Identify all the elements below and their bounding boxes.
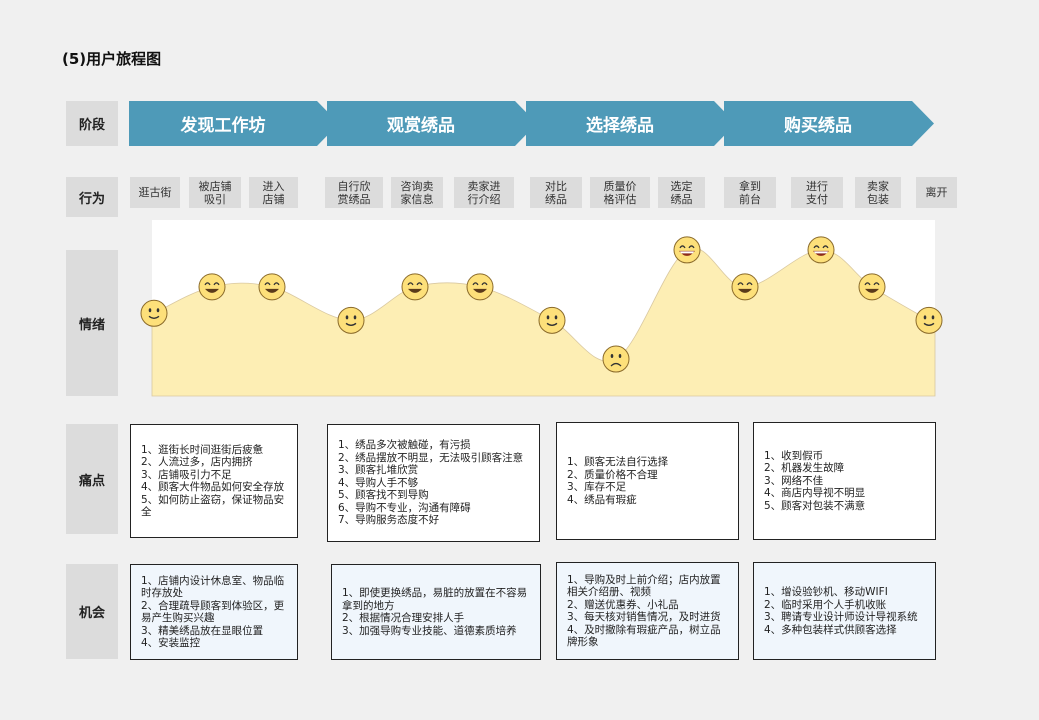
opportunity-box-line: 1、店铺内设计休息室、物品临时存放处 (141, 574, 285, 600)
stage-label: 发现工作坊 (180, 116, 266, 136)
pain-point-box-line: 2、绣品摆放不明显，无法吸引顾客注意 (338, 451, 524, 464)
stage-1: 发现工作坊 (129, 101, 339, 146)
opportunity-box-line: 2、临时采用个人手机收账 (764, 598, 887, 611)
behavior-item: 对比 绣品 (530, 177, 582, 208)
opportunity-box-line: 1、增设验钞机、移动WIFI (764, 586, 888, 598)
row-label-emotion: 情绪 (66, 250, 118, 396)
pain-point-box-line: 4、绣品有瑕疵 (567, 493, 637, 506)
pain-point-box-line: 7、导购服务态度不好 (338, 514, 440, 527)
pain-point-box-line: 2、人流过多，店内拥挤 (141, 456, 253, 468)
behavior-item: 离开 (916, 177, 957, 208)
pain-point-box-line: 1、顾客无法自行选择 (567, 456, 669, 468)
opportunity-box-line: 4、安装监控 (141, 637, 201, 649)
opportunity-box-line: 3、精美绣品放在显眼位置 (141, 624, 264, 637)
emotion-face-happy-icon (258, 273, 286, 301)
opportunity-box-line: 3、加强导购专业技能、道德素质培养 (342, 624, 517, 637)
pain-point-box-line: 1、收到假币 (764, 449, 824, 462)
behavior-item: 被店铺 吸引 (189, 177, 241, 208)
emotion-face-neutral-icon (140, 299, 168, 327)
stage-arrow-shape (327, 101, 537, 146)
pain-point-box-line: 2、质量价格不合理 (567, 468, 658, 481)
pain-point-box-line: 3、店铺吸引力不足 (141, 468, 232, 481)
emotion-face-happy-icon (731, 273, 759, 301)
behavior-item: 进入 店铺 (249, 177, 298, 208)
opportunity-box-line: 1、导购及时上前介绍；店内放置相关介绍册、视频 (567, 573, 721, 599)
page-title: (5)用户旅程图 (62, 50, 162, 68)
behavior-item: 拿到 前台 (724, 177, 776, 208)
pain-point-box-line: 3、顾客扎堆欣赏 (338, 464, 419, 477)
row-label-stage: 阶段 (66, 101, 118, 146)
stage-3: 选择绣品 (526, 101, 736, 146)
pain-point-box-line: 4、导购人手不够 (338, 476, 419, 489)
pain-point-box-line: 3、网络不佳 (764, 474, 824, 487)
emotion-face-happy-icon (198, 273, 226, 301)
behavior-item: 咨询卖 家信息 (391, 177, 443, 208)
pain-point-box-line: 6、导购不专业，沟通有障碍 (338, 501, 471, 514)
opportunity-box-line: 1、即使更换绣品，易脏的放置在不容易拿到的地方 (342, 587, 528, 612)
stage-4: 购买绣品 (724, 101, 934, 146)
emotion-face-happy-icon (466, 273, 494, 301)
emotion-face-happy-icon (401, 273, 429, 301)
opportunity-box-line: 4、多种包装样式供顾客选择 (764, 623, 897, 636)
opportunity-box-line: 2、合理疏导顾客到体验区，更易产生购买兴趣 (141, 599, 285, 625)
stage-label: 购买绣品 (784, 116, 852, 136)
behavior-item: 质量价 格评估 (590, 177, 650, 208)
emotion-face-sad-icon (602, 345, 630, 373)
emotion-face-neutral-icon (337, 306, 365, 334)
pain-point-box-line: 5、顾客对包装不满意 (764, 499, 866, 512)
stage-arrow-shape (526, 101, 736, 146)
opportunity-box-line: 3、聘请专业设计师设计导视系统 (764, 611, 918, 623)
emotion-face-grin-icon (673, 236, 701, 264)
row-label-pain: 痛点 (66, 424, 118, 534)
pain-point-box-line: 5、如何防止盗窃，保证物品安全 (141, 493, 285, 519)
row-label-behavior: 行为 (66, 177, 118, 217)
opportunity-box-line: 3、每天核对销售情况，及时进货 (567, 611, 721, 623)
stage-arrow-shape (129, 101, 339, 146)
stage-label: 观赏绣品 (387, 116, 455, 136)
behavior-item: 进行 支付 (791, 177, 843, 208)
emotion-face-neutral-icon (538, 306, 566, 334)
behavior-item: 逛古街 (130, 177, 180, 208)
stage-label: 选择绣品 (586, 116, 654, 136)
behavior-item: 卖家 包装 (855, 177, 901, 208)
behavior-item: 选定 绣品 (658, 177, 705, 208)
row-label-opportunity: 机会 (66, 564, 118, 659)
stage-arrow-shape (724, 101, 934, 146)
emotion-face-grin-icon (807, 236, 835, 264)
behavior-item: 卖家进 行介绍 (454, 177, 514, 208)
pain-point-box-line: 3、库存不足 (567, 481, 627, 493)
behavior-item: 自行欣 赏绣品 (325, 177, 383, 208)
opportunity-box-line: 2、根据情况合理安排人手 (342, 612, 465, 624)
pain-point-box-line: 4、商店内导视不明显 (764, 487, 866, 500)
emotion-face-happy-icon (858, 273, 886, 301)
opportunity-box-line: 4、及时撤除有瑕疵产品，树立品牌形象 (567, 623, 721, 649)
pain-point-box-line: 1、绣品多次被触碰，有污损 (338, 439, 471, 452)
pain-point-box-line: 4、顾客大件物品如何安全存放 (141, 481, 285, 493)
emotion-face-neutral-icon (915, 306, 943, 334)
opportunity-box-line: 2、赠送优惠券、小礼品 (567, 598, 679, 611)
pain-point-box-line: 1、逛街长时间逛街后疲惫 (141, 443, 264, 456)
pain-point-box-line: 2、机器发生故障 (764, 462, 845, 475)
stage-2: 观赏绣品 (327, 101, 537, 146)
pain-point-box-line: 5、顾客找不到导购 (338, 489, 429, 502)
